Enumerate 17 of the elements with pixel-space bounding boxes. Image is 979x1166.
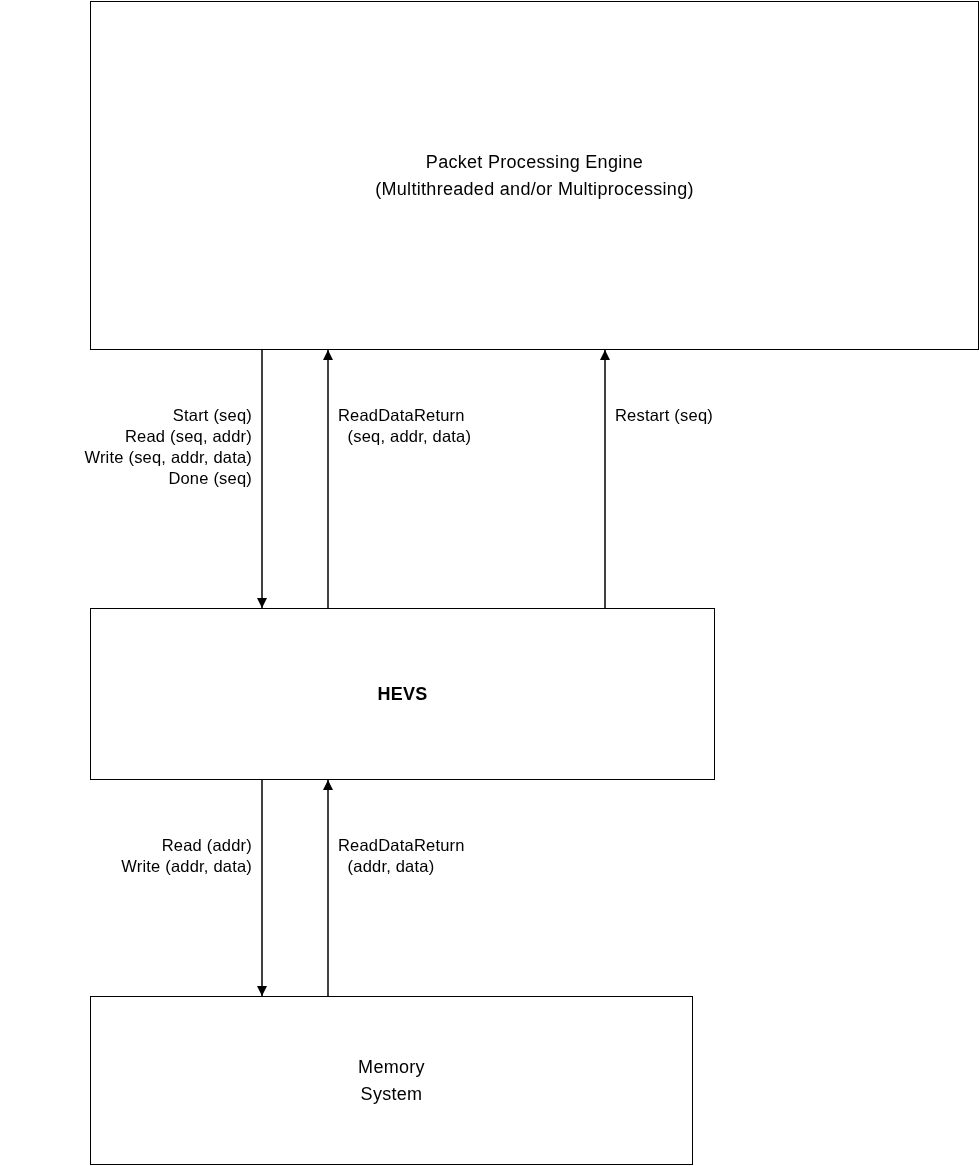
- edge-label: ReadDataReturn (seq, addr, data): [338, 405, 472, 447]
- memory-box: [90, 996, 693, 1165]
- hevs-box: [90, 608, 715, 780]
- box-text: Packet Processing Engine: [425, 150, 644, 174]
- arrow: [257, 349, 267, 609]
- arrow: [323, 779, 333, 997]
- edge-label: ReadDataReturn (addr, data): [338, 835, 465, 877]
- arrow: [257, 779, 267, 997]
- box-text: (Multithreaded and/or Multiprocessing): [375, 177, 694, 201]
- arrow: [323, 349, 333, 609]
- box-text: Memory System: [357, 1055, 426, 1106]
- arrow: [600, 349, 610, 609]
- engine-box: [90, 1, 979, 350]
- box-text: HEVS: [377, 682, 428, 706]
- edge-label: Read (addr) Write (addr, data): [121, 835, 252, 877]
- edge-label: Restart (seq): [615, 405, 713, 426]
- edge-label: Start (seq) Read (seq, addr) Write (seq, addr, data) Done (seq): [84, 405, 252, 489]
